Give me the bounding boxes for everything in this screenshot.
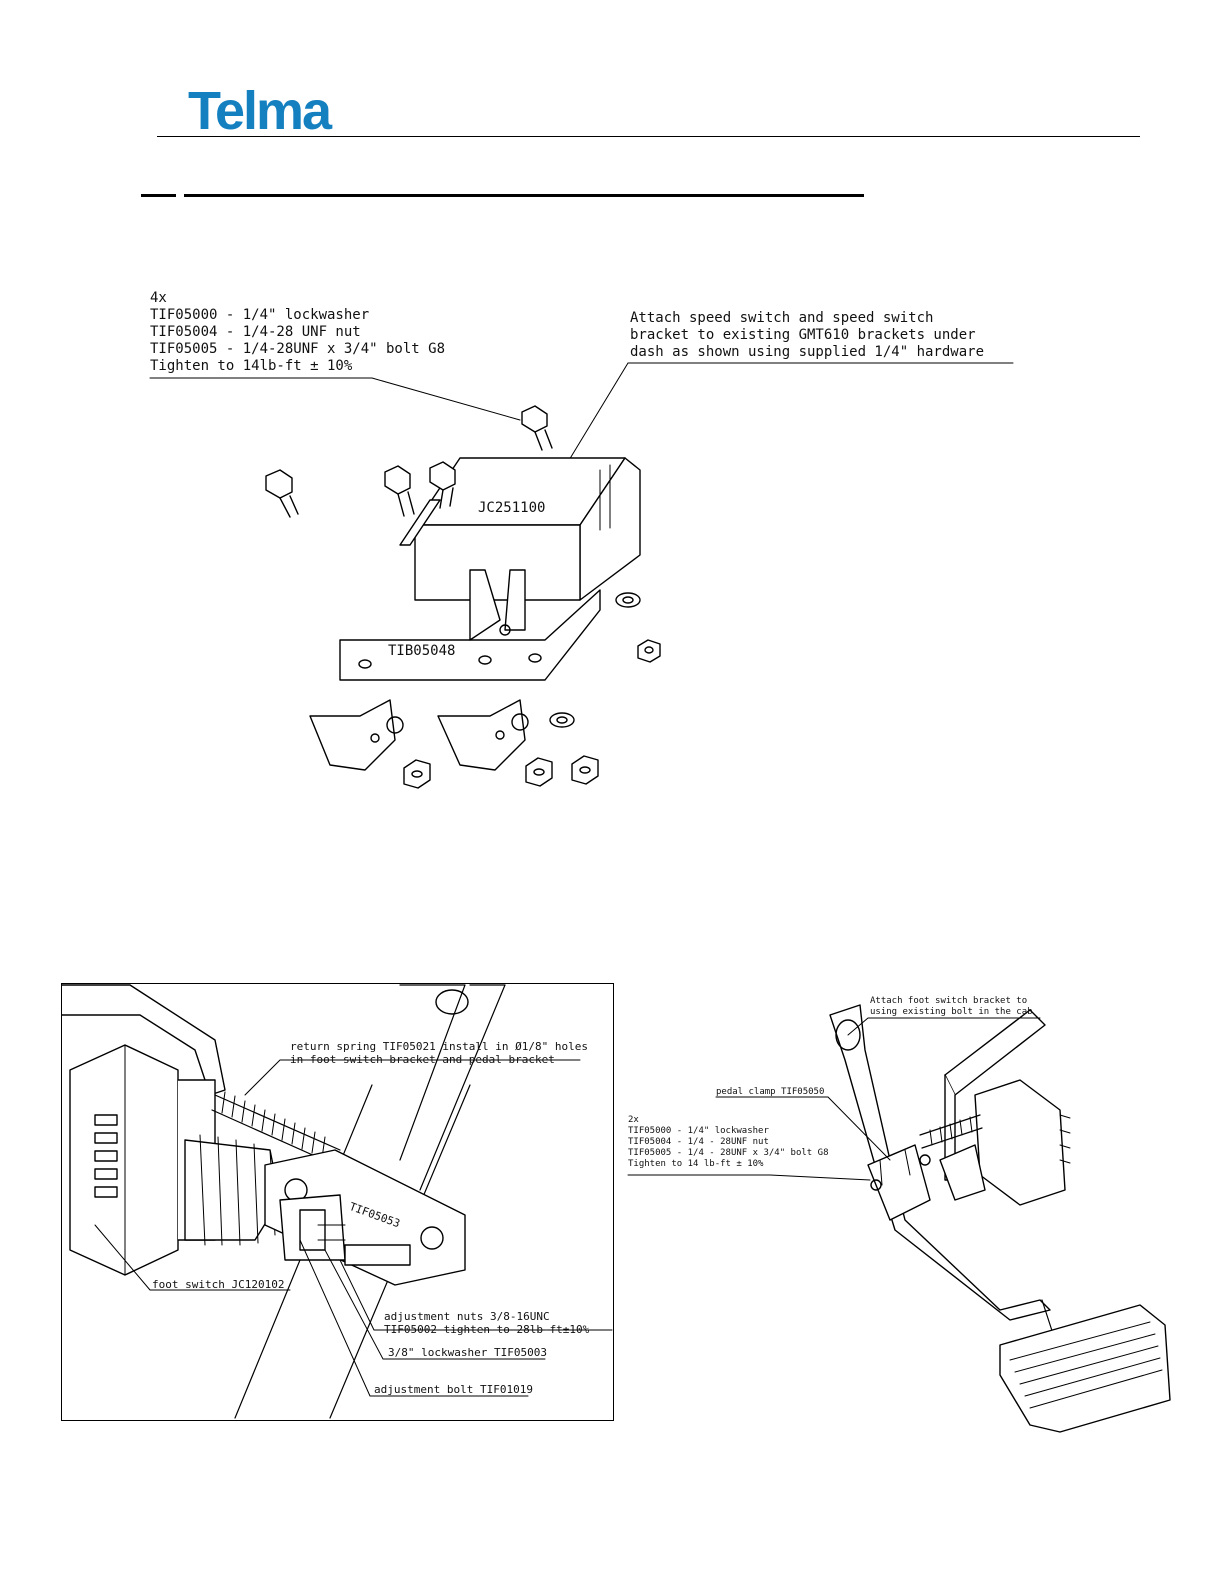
lockwasher-callout: 3/8" lockwasher TIF05003 — [388, 1346, 547, 1359]
callout-line: TIF05000 - 1/4" lockwasher — [150, 307, 370, 324]
switch-contacts — [94, 1114, 118, 1198]
top-figure-speed-switch — [149, 362, 1014, 789]
logo-text: Telma — [188, 81, 332, 141]
callout-line: Tighten to 14 lb-ft ± 10% — [628, 1158, 764, 1169]
callout-line: 4x — [150, 290, 167, 306]
right-figure-pedal-assembly — [627, 1004, 1171, 1433]
top-bolts — [265, 405, 553, 518]
top-washers-nuts — [403, 592, 661, 789]
callout-line: TIF05004 - 1/4 - 28UNF nut — [628, 1136, 769, 1147]
left-figure-foot-switch — [61, 984, 613, 1419]
callout-line: Tighten to 14lb-ft ± 10% — [150, 358, 353, 375]
section-title-rule-short — [141, 194, 176, 197]
foot-switch-callout: foot switch JC120102 — [152, 1278, 285, 1291]
callout-line: 2x — [628, 1115, 639, 1125]
callout-line: TIF05004 - 1/4-28 UNF nut — [150, 324, 361, 341]
callout-line: Attach speed switch and speed switch — [630, 310, 934, 326]
pedal-clamp-callout: pedal clamp TIF05050 — [716, 1087, 825, 1097]
return-spring — [211, 1091, 341, 1166]
adjustment-bolt-callout: adjustment bolt TIF01019 — [374, 1383, 533, 1396]
callout-line: TIF05005 - 1/4 - 28UNF x 3/4" bolt G8 — [628, 1147, 829, 1158]
callout-line: TIF05002 tighten to 28lb-ft±10% — [384, 1323, 590, 1337]
telma-logo: Telma — [188, 81, 332, 141]
callout-line: TIF05000 - 1/4" lockwasher — [628, 1125, 769, 1136]
callout-line: bracket to existing GMT610 brackets unde… — [630, 327, 976, 344]
callout-line: using existing bolt in the cab — [870, 1006, 1033, 1017]
header-rule — [157, 136, 1140, 137]
callout-line: TIF05005 - 1/4-28UNF x 3/4" bolt G8 — [150, 341, 446, 358]
callout-line: Attach foot switch bracket to — [870, 996, 1028, 1006]
callout-line: return spring TIF05021 install in Ø1/8" … — [290, 1040, 589, 1053]
return-spring-callout: return spring TIF05021 install in Ø1/8" … — [290, 1040, 588, 1067]
section-title-rule-long — [184, 194, 864, 197]
callout-line: adjustment nuts 3/8-16UNC — [384, 1310, 550, 1323]
callout-line: in foot switch bracket and pedal bracket — [290, 1053, 555, 1067]
bracket-label: TIB05048 — [388, 643, 456, 659]
left-figure-frame — [61, 983, 614, 1421]
speed-switch-label: JC251100 — [478, 500, 546, 516]
callout-line: dash as shown using supplied 1/4" hardwa… — [630, 344, 985, 361]
